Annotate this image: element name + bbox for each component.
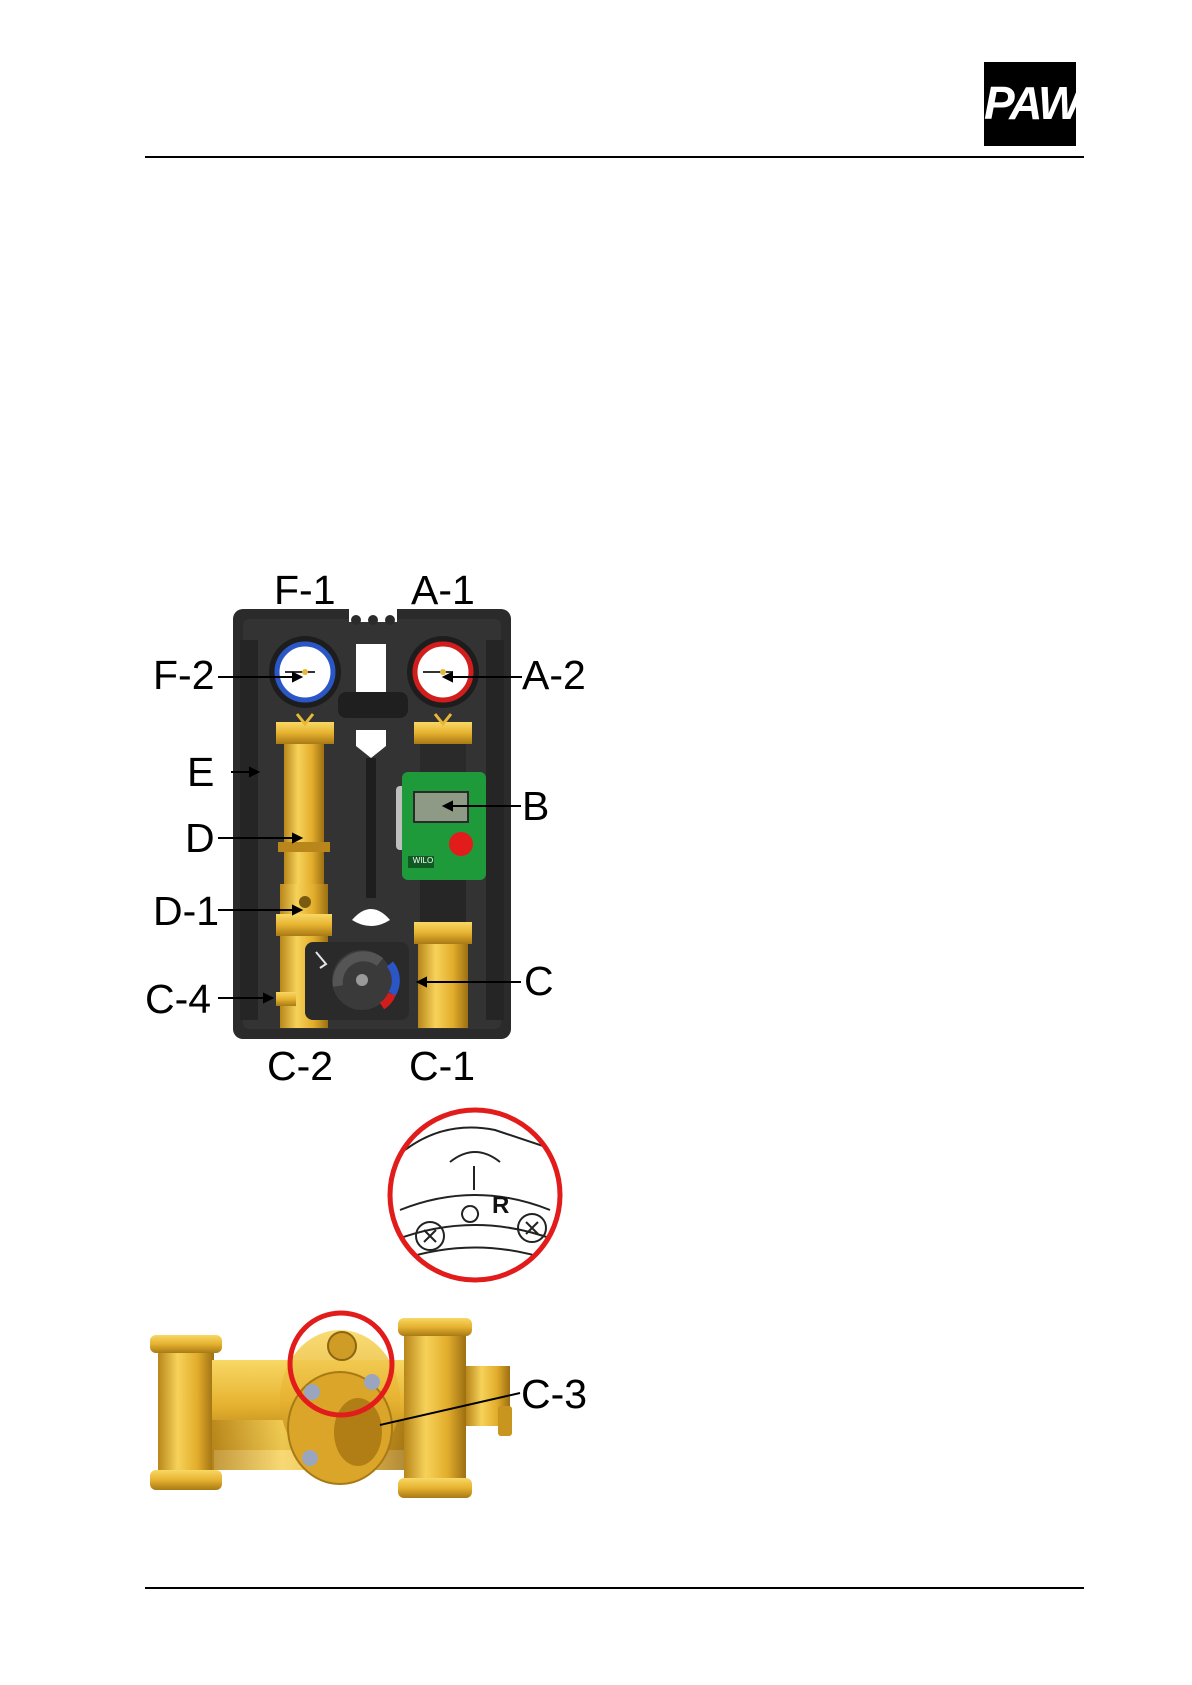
label-f1: F-1 [274,570,336,611]
label-d: D [185,818,215,859]
label-a2: A-2 [522,655,586,696]
label-a1: A-1 [411,570,475,611]
label-e: E [187,752,214,793]
label-c3: C-3 [521,1374,587,1415]
label-b: B [522,786,549,827]
label-c4: C-4 [145,979,211,1020]
detail-magnifier [390,1107,560,1280]
mixing-valve-actuator [305,942,409,1020]
label-c1: C-1 [409,1046,475,1087]
pump-brand-text: WILO [410,856,436,865]
label-f2: F-2 [153,655,215,696]
label-d1: D-1 [153,891,219,932]
label-c: C [524,961,554,1002]
label-c2: C-2 [267,1046,333,1087]
detail-marking-text: R [492,1192,509,1220]
